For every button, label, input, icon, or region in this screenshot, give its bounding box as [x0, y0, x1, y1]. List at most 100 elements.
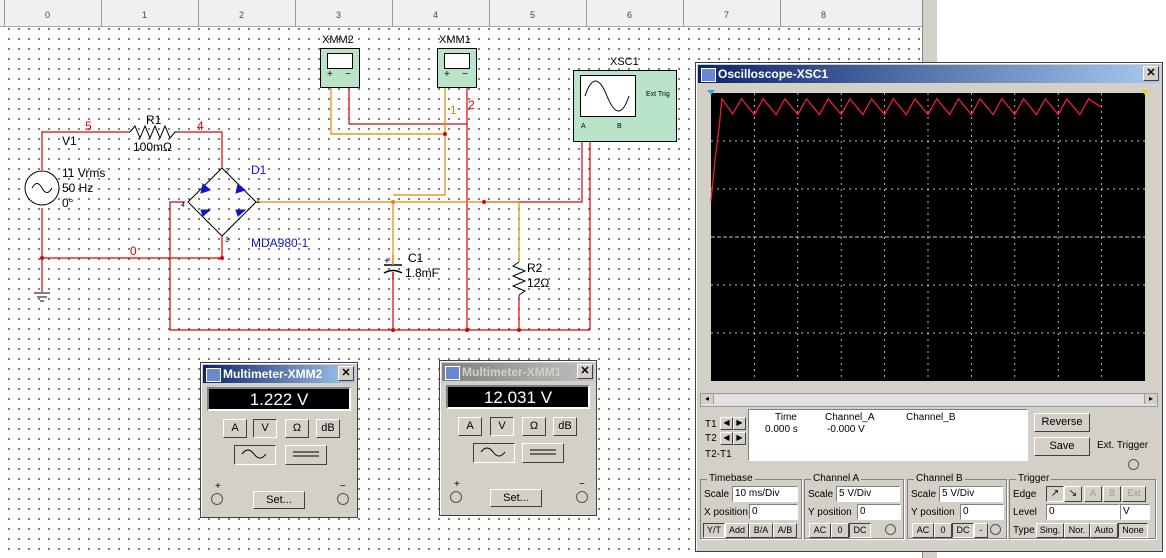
ba-mode-button[interactable]: B/A: [749, 523, 773, 538]
db-button[interactable]: dB: [316, 419, 340, 438]
amps-button[interactable]: A: [458, 417, 482, 436]
trigger-normal-button[interactable]: Nor.: [1064, 523, 1090, 538]
channel-b-ypos-input[interactable]: 0: [960, 504, 1004, 520]
schematic-wires: [24, 88, 591, 332]
xmm2-plus-terminal: +: [327, 69, 333, 80]
screen-scrollbar[interactable]: ◂ ▸: [700, 393, 1158, 407]
trigger-level-unit[interactable]: V: [1120, 504, 1150, 520]
plus-terminal[interactable]: [211, 493, 223, 505]
channel-a-scale-input[interactable]: 5 V/Div: [836, 486, 900, 502]
xmm1-instrument[interactable]: + −: [437, 48, 477, 88]
close-icon[interactable]: ✕: [338, 366, 354, 381]
rising-edge-icon[interactable]: ↗: [1046, 486, 1064, 502]
falling-edge-icon[interactable]: ↘: [1064, 486, 1082, 502]
channel-a-value: -0.000 V: [827, 424, 865, 435]
t1-right-arrow-icon[interactable]: ▶: [733, 417, 746, 430]
oscilloscope-screen[interactable]: [705, 87, 1151, 387]
trigger-title: Trigger: [1016, 473, 1052, 484]
channel-a-ypos-label: Y position: [808, 507, 852, 518]
channel-b-dc-button[interactable]: DC: [952, 523, 974, 538]
oscilloscope-titlebar[interactable]: Oscilloscope-XSC1: [698, 65, 1160, 83]
dc-mode-button[interactable]: [285, 445, 327, 465]
trigger-none-button[interactable]: None: [1118, 523, 1148, 538]
t2-right-arrow-icon[interactable]: ▶: [733, 432, 746, 445]
channel-b-ac-button[interactable]: AC: [912, 523, 934, 538]
minus-terminal[interactable]: [576, 491, 588, 503]
set-button[interactable]: Set...: [253, 491, 305, 509]
ruler-number: 0: [45, 10, 51, 20]
multimeter-xmm1-window[interactable]: Multimeter-XMM1 ✕ 12.031 V A V Ω dB + − …: [439, 360, 597, 516]
ruler-number: 1: [142, 10, 148, 20]
window-title: Oscilloscope-XSC1: [718, 67, 829, 81]
trigger-source-a-button[interactable]: A: [1084, 486, 1102, 502]
d1-name: D1: [251, 163, 267, 177]
save-button[interactable]: Save: [1034, 437, 1090, 456]
v1-name: V1: [62, 134, 77, 148]
trigger-source-b-button[interactable]: B: [1103, 486, 1121, 502]
multimeter-xmm2-titlebar[interactable]: Multimeter-XMM2: [203, 365, 355, 383]
channel-a-title: Channel A: [811, 473, 862, 484]
add-mode-button[interactable]: Add: [725, 523, 749, 538]
window-title: Multimeter-XMM1: [462, 365, 562, 379]
channel-b-zero-button[interactable]: 0: [934, 523, 952, 538]
db-button[interactable]: dB: [553, 417, 577, 436]
t1-left-arrow-icon[interactable]: ◀: [720, 417, 733, 430]
ab-mode-button[interactable]: A/B: [773, 523, 797, 538]
ruler-tick: [489, 0, 490, 26]
trigger-level-input[interactable]: 0: [1046, 504, 1120, 520]
dc-mode-button[interactable]: [522, 443, 564, 463]
ohms-button[interactable]: Ω: [285, 419, 309, 438]
trigger-single-button[interactable]: Sing.: [1036, 523, 1064, 538]
net-label-2: 2: [468, 98, 475, 112]
trigger-source-ext-button[interactable]: Ext: [1122, 486, 1146, 502]
t2-left-arrow-icon[interactable]: ◀: [720, 432, 733, 445]
r1-value: 100mΩ: [133, 140, 172, 154]
type-label: Type: [1013, 525, 1035, 536]
cursor-t2-marker[interactable]: [1141, 90, 1149, 95]
channel-a-ypos-input[interactable]: 0: [857, 504, 901, 520]
minus-terminal[interactable]: [337, 493, 349, 505]
c1-plus: +: [384, 256, 390, 267]
ext-trigger-terminal[interactable]: [1128, 459, 1139, 470]
window-title: Multimeter-XMM2: [223, 367, 323, 381]
scroll-right-icon[interactable]: ▸: [1144, 394, 1157, 404]
ohms-button[interactable]: Ω: [522, 417, 546, 436]
yt-mode-button[interactable]: Y/T: [703, 523, 725, 538]
channel-a-terminal[interactable]: [885, 524, 896, 535]
wire-xmm2-plus: [330, 88, 445, 135]
close-icon[interactable]: ✕: [577, 364, 593, 379]
ac-mode-button[interactable]: [234, 445, 276, 465]
channel-b-minus-button[interactable]: -: [974, 523, 988, 538]
time-header: Time: [775, 412, 797, 423]
plus-terminal[interactable]: [450, 491, 462, 503]
channel-a-ac-button[interactable]: AC: [809, 523, 831, 538]
ruler-number: 6: [627, 10, 633, 20]
channel-a-zero-button[interactable]: 0: [831, 523, 849, 538]
channel-a-dc-button[interactable]: DC: [849, 523, 871, 538]
xsc1-ext-trig-label: Ext Trig: [646, 91, 670, 98]
cursor-readout-panel: Time Channel_A Channel_B 0.000 s -0.000 …: [748, 409, 1028, 461]
reverse-button[interactable]: Reverse: [1034, 413, 1090, 432]
close-icon[interactable]: ✕: [1143, 66, 1159, 81]
volts-button[interactable]: V: [253, 419, 277, 438]
channel-b-terminal[interactable]: [990, 524, 1001, 535]
multimeter-xmm2-window[interactable]: Multimeter-XMM2 ✕ 1.222 V A V Ω dB + − S…: [200, 362, 358, 518]
ruler-tick: [586, 0, 587, 26]
amps-button[interactable]: A: [223, 419, 247, 438]
x-position-input[interactable]: 0: [749, 504, 798, 520]
ruler-number: 5: [530, 10, 536, 20]
scroll-left-icon[interactable]: ◂: [701, 394, 714, 404]
ac-mode-button[interactable]: [473, 443, 515, 463]
xsc1-instrument[interactable]: Ext Trig A B: [573, 70, 677, 142]
timebase-scale-input[interactable]: 10 ms/Div: [732, 486, 798, 502]
multimeter-xmm1-titlebar[interactable]: Multimeter-XMM1: [442, 363, 594, 381]
volts-button[interactable]: V: [490, 417, 514, 436]
oscilloscope-window[interactable]: Oscilloscope-XSC1 ✕ ◂ ▸ T1 T2 T2-T1 ◀ ▶ …: [695, 62, 1163, 552]
c1-name: C1: [408, 251, 424, 265]
bridge-pin-3: 3: [225, 237, 229, 244]
xmm2-instrument[interactable]: + −: [320, 48, 360, 88]
channel-b-scale-input[interactable]: 5 V/Div: [939, 486, 1003, 502]
set-button[interactable]: Set...: [490, 489, 542, 507]
cursor-t1-marker[interactable]: [707, 90, 715, 95]
trigger-auto-button[interactable]: Auto: [1090, 523, 1118, 538]
